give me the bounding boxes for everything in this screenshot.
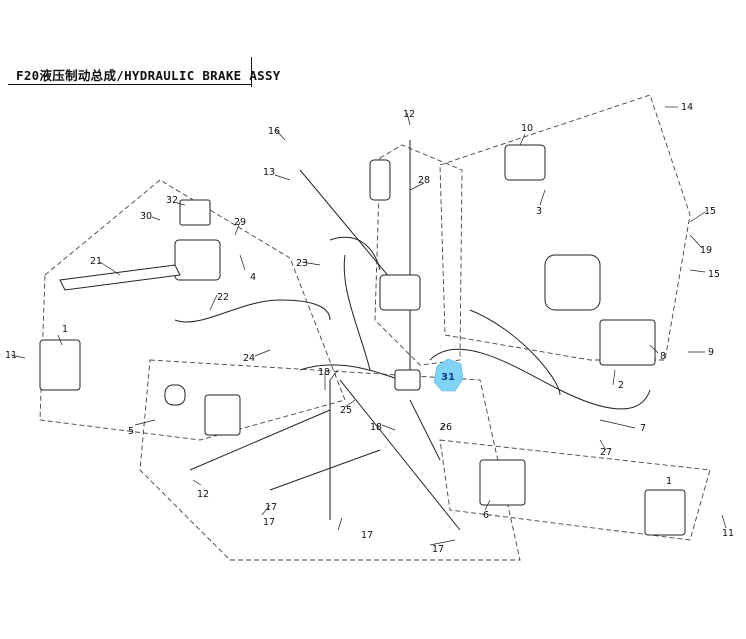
callout-19: 19 xyxy=(700,245,712,256)
part-callouts: 1 1 2 3 4 5 6 7 8 9 10 11 11 12 12 13 14… xyxy=(5,102,734,555)
callout-18-left: 18 xyxy=(318,367,330,378)
callout-32: 32 xyxy=(166,195,178,206)
line-12-lower xyxy=(189,409,331,471)
callout-9: 9 xyxy=(708,347,714,358)
callout-30: 30 xyxy=(140,211,152,222)
callout-12-top: 12 xyxy=(403,109,415,120)
callout-21: 21 xyxy=(90,256,102,267)
callout-3: 3 xyxy=(536,206,542,217)
callout-1-left: 1 xyxy=(62,324,68,335)
callout-22: 22 xyxy=(217,292,229,303)
cover-32 xyxy=(179,199,211,226)
callout-17-extra: 17 xyxy=(265,502,277,513)
callout-25: 25 xyxy=(340,405,352,416)
callout-8: 8 xyxy=(660,351,666,362)
hose-23b xyxy=(343,254,371,371)
callout-12-bottom: 12 xyxy=(197,489,209,500)
hose-22 xyxy=(174,299,331,323)
callout-18-right: 18 xyxy=(370,422,382,433)
callout-26: 26 xyxy=(440,422,452,433)
brake-lever-21 xyxy=(59,264,181,291)
title-end-tick xyxy=(250,57,252,87)
callout-17-middle: 17 xyxy=(361,530,373,541)
callout-29: 29 xyxy=(234,217,246,228)
line-17-lower-right xyxy=(339,379,461,531)
hose-7 xyxy=(469,309,561,396)
callout-13: 13 xyxy=(263,167,275,178)
master-cylinder-body xyxy=(174,239,221,281)
left-master-cylinder-outline xyxy=(39,179,346,441)
hose-26 xyxy=(409,399,441,461)
lower-lines-outline xyxy=(139,359,521,561)
hose-23 xyxy=(329,236,381,271)
callout-14: 14 xyxy=(681,102,693,113)
callout-5: 5 xyxy=(128,426,134,437)
line-17 xyxy=(269,449,381,491)
reservoir-28 xyxy=(369,159,391,201)
component-shapes xyxy=(39,144,686,536)
callout-27: 27 xyxy=(600,447,612,458)
callout-15-bottom: 15 xyxy=(708,269,720,280)
rear-reservoir-outline xyxy=(374,144,463,366)
right-caliper-6 xyxy=(479,459,526,506)
callout-17-left: 17 xyxy=(263,517,275,528)
brake-hoses xyxy=(174,140,651,531)
callout-1-right: 1 xyxy=(666,476,672,487)
callout-17-bottom: 17 xyxy=(432,544,444,555)
title-block: F20液压制动总成/HYDRAULIC BRAKE ASSY xyxy=(8,57,280,87)
pads-8 xyxy=(599,319,656,366)
piston-left xyxy=(164,384,186,406)
pedal-bracket-10 xyxy=(504,144,546,181)
callout-16: 16 xyxy=(268,126,280,137)
right-caliper-pads-1 xyxy=(644,489,686,536)
callout-28: 28 xyxy=(418,175,430,186)
line-13-to-reservoir xyxy=(299,169,401,291)
callout-4: 4 xyxy=(250,272,256,283)
callout-31-label: 31 xyxy=(441,372,455,383)
callout-10: 10 xyxy=(521,123,533,134)
callout-15-top: 15 xyxy=(704,206,716,217)
highlight-callout-31[interactable]: 31 xyxy=(433,358,464,392)
diagram-title: F20液压制动总成/HYDRAULIC BRAKE ASSY xyxy=(16,68,281,83)
junction-block-31 xyxy=(394,369,421,391)
callout-6: 6 xyxy=(483,510,489,521)
callout-2: 2 xyxy=(618,380,624,391)
title-underline xyxy=(8,83,252,85)
hose-25 xyxy=(299,364,401,381)
callout-23: 23 xyxy=(296,258,308,269)
highlight-badge xyxy=(433,358,464,392)
caliper-body-right-upper xyxy=(544,254,601,311)
callout-11-right: 11 xyxy=(722,528,734,539)
left-caliper-pads-1 xyxy=(39,339,81,391)
leader-lines xyxy=(10,106,727,546)
right-caliper-outline xyxy=(439,439,711,541)
assembly-dashed-outlines xyxy=(39,94,711,561)
callout-11-left: 11 xyxy=(5,350,17,361)
hose-27 xyxy=(429,348,651,410)
rear-master-cylinder xyxy=(379,274,421,311)
left-caliper-5 xyxy=(204,394,241,436)
callout-7: 7 xyxy=(640,423,646,434)
callout-24: 24 xyxy=(243,353,255,364)
